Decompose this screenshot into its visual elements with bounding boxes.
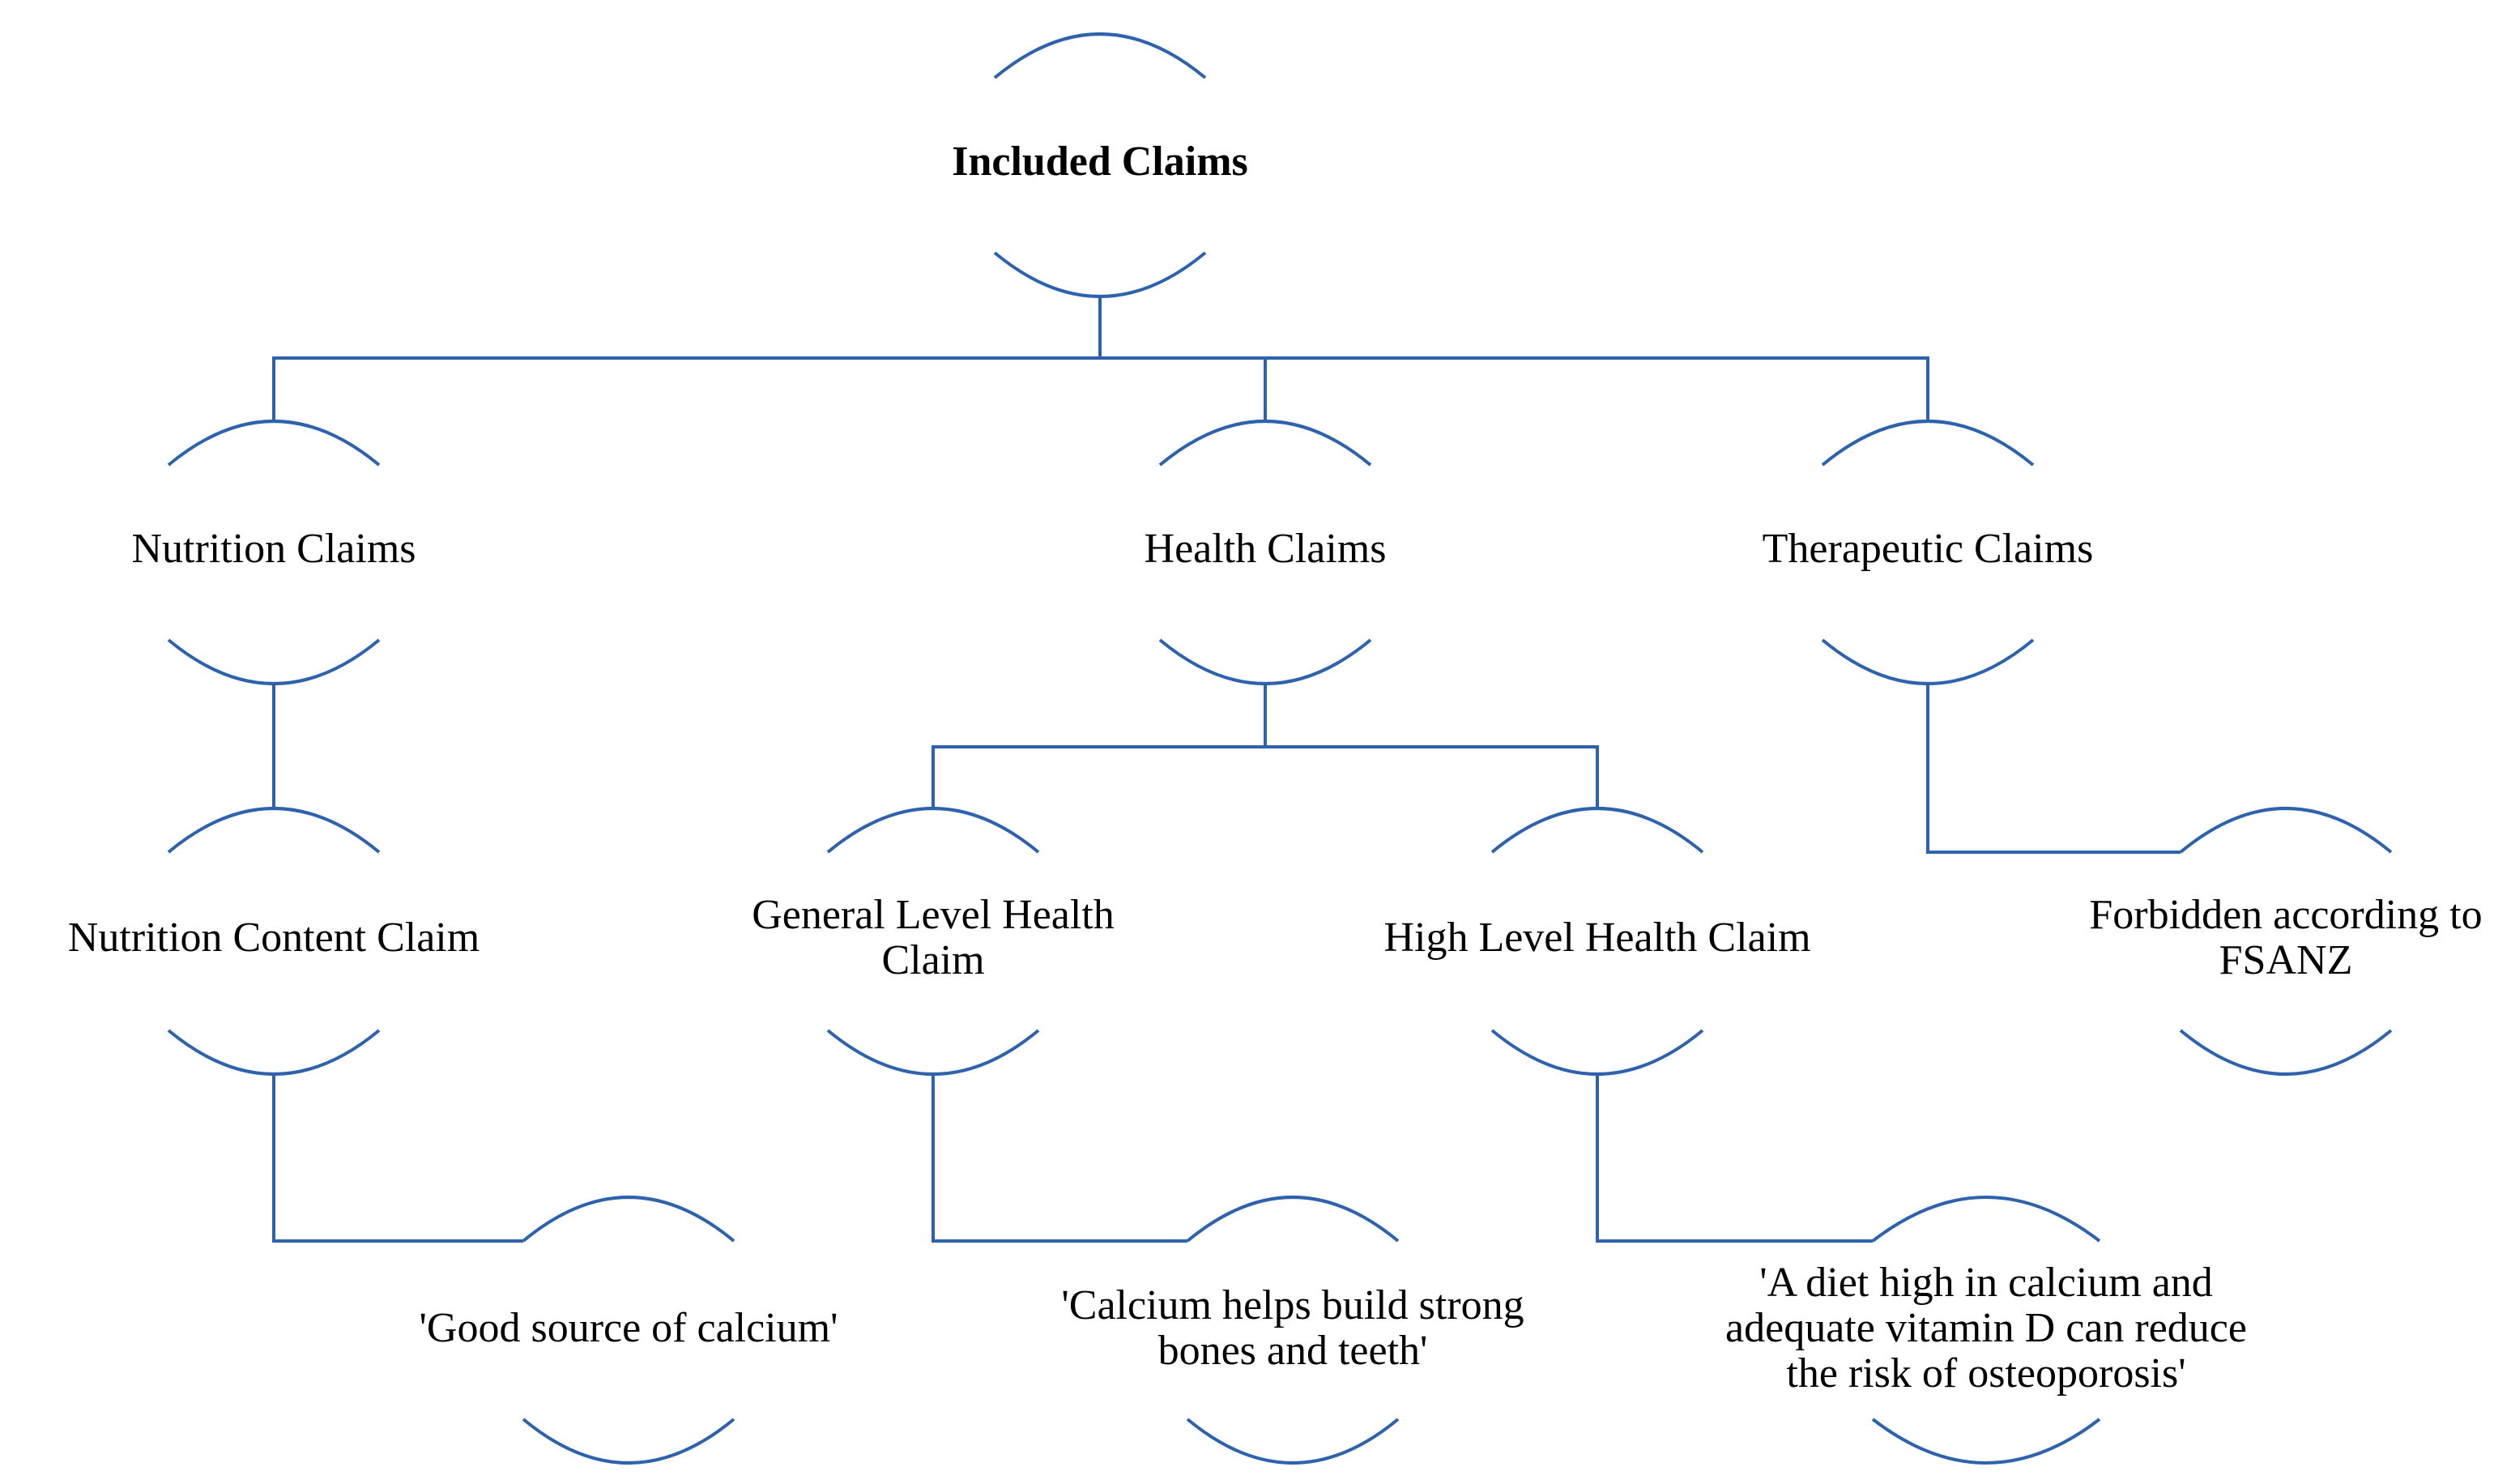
node-label-line: Included Claims [952, 139, 1248, 185]
connector-nutrition-content-to-example-calcium-source [272, 1076, 523, 1243]
node-label-line: 'Good source of calcium' [420, 1305, 838, 1351]
connector-health-to-high-level [1264, 685, 1599, 807]
node-therapeutic: Therapeutic Claims [1763, 420, 2094, 685]
node-bottom-arc [826, 1029, 1040, 1076]
node-top-arc [993, 32, 1207, 79]
connector-high-level-to-example-osteoporosis [1596, 1076, 1873, 1243]
connector-included-to-nutrition [272, 298, 1102, 420]
node-label-line: the risk of osteoporosis' [1786, 1350, 2185, 1397]
node-top-arc [1158, 420, 1372, 467]
node-label-line: 'Calcium helps build strong [1061, 1282, 1524, 1328]
node-bottom-arc [2179, 1029, 2393, 1076]
node-bottom-arc [1158, 638, 1372, 685]
node-top-arc [1490, 807, 1704, 854]
connector-included-to-therapeutic [1098, 298, 1929, 420]
node-label-line: Forbidden according to [2089, 892, 2482, 938]
node-high-level: High Level Health Claim [1383, 807, 1811, 1076]
node-bottom-arc [167, 1029, 381, 1076]
node-top-arc [167, 420, 381, 467]
connector-lines [272, 298, 2181, 1243]
node-label-line: General Level Health [752, 892, 1115, 938]
node-top-arc [1186, 1196, 1400, 1243]
connector-health-to-general-level [932, 685, 1267, 807]
node-top-arc [1871, 1196, 2101, 1243]
node-label-line: Health Claims [1145, 526, 1387, 572]
node-nutrition-content: Nutrition Content Claim [68, 807, 480, 1076]
node-label-line: Nutrition Claims [132, 526, 416, 572]
node-label-line: High Level Health Claim [1383, 915, 1810, 961]
node-top-arc [1821, 420, 2035, 467]
node-label-line: 'A diet high in calcium and [1759, 1260, 2213, 1306]
connector-therapeutic-to-forbidden [1926, 685, 2181, 854]
node-bottom-arc [522, 1418, 735, 1465]
node-example-calcium-source: 'Good source of calcium' [420, 1196, 838, 1465]
node-bottom-arc [167, 638, 381, 685]
node-bottom-arc [1490, 1029, 1704, 1076]
node-nutrition: Nutrition Claims [132, 420, 416, 685]
node-bottom-arc [1821, 638, 2035, 685]
node-top-arc [826, 807, 1040, 854]
node-label-line: FSANZ [2219, 937, 2353, 983]
node-top-arc [522, 1196, 735, 1243]
node-label-line: Therapeutic Claims [1763, 526, 2094, 572]
node-label-line: bones and teeth' [1158, 1328, 1428, 1374]
node-label-line: adequate vitamin D can reduce [1725, 1305, 2247, 1351]
connector-general-level-to-example-bones-teeth [932, 1076, 1187, 1243]
node-label-line: Nutrition Content Claim [68, 915, 480, 961]
node-health: Health Claims [1145, 420, 1387, 685]
node-bottom-arc [993, 251, 1207, 298]
node-bottom-arc [1871, 1418, 2101, 1465]
node-label-line: Claim [881, 937, 984, 983]
node-top-arc [2179, 807, 2393, 854]
node-bottom-arc [1186, 1418, 1400, 1465]
node-included: Included Claims [952, 32, 1248, 298]
node-top-arc [167, 807, 381, 854]
